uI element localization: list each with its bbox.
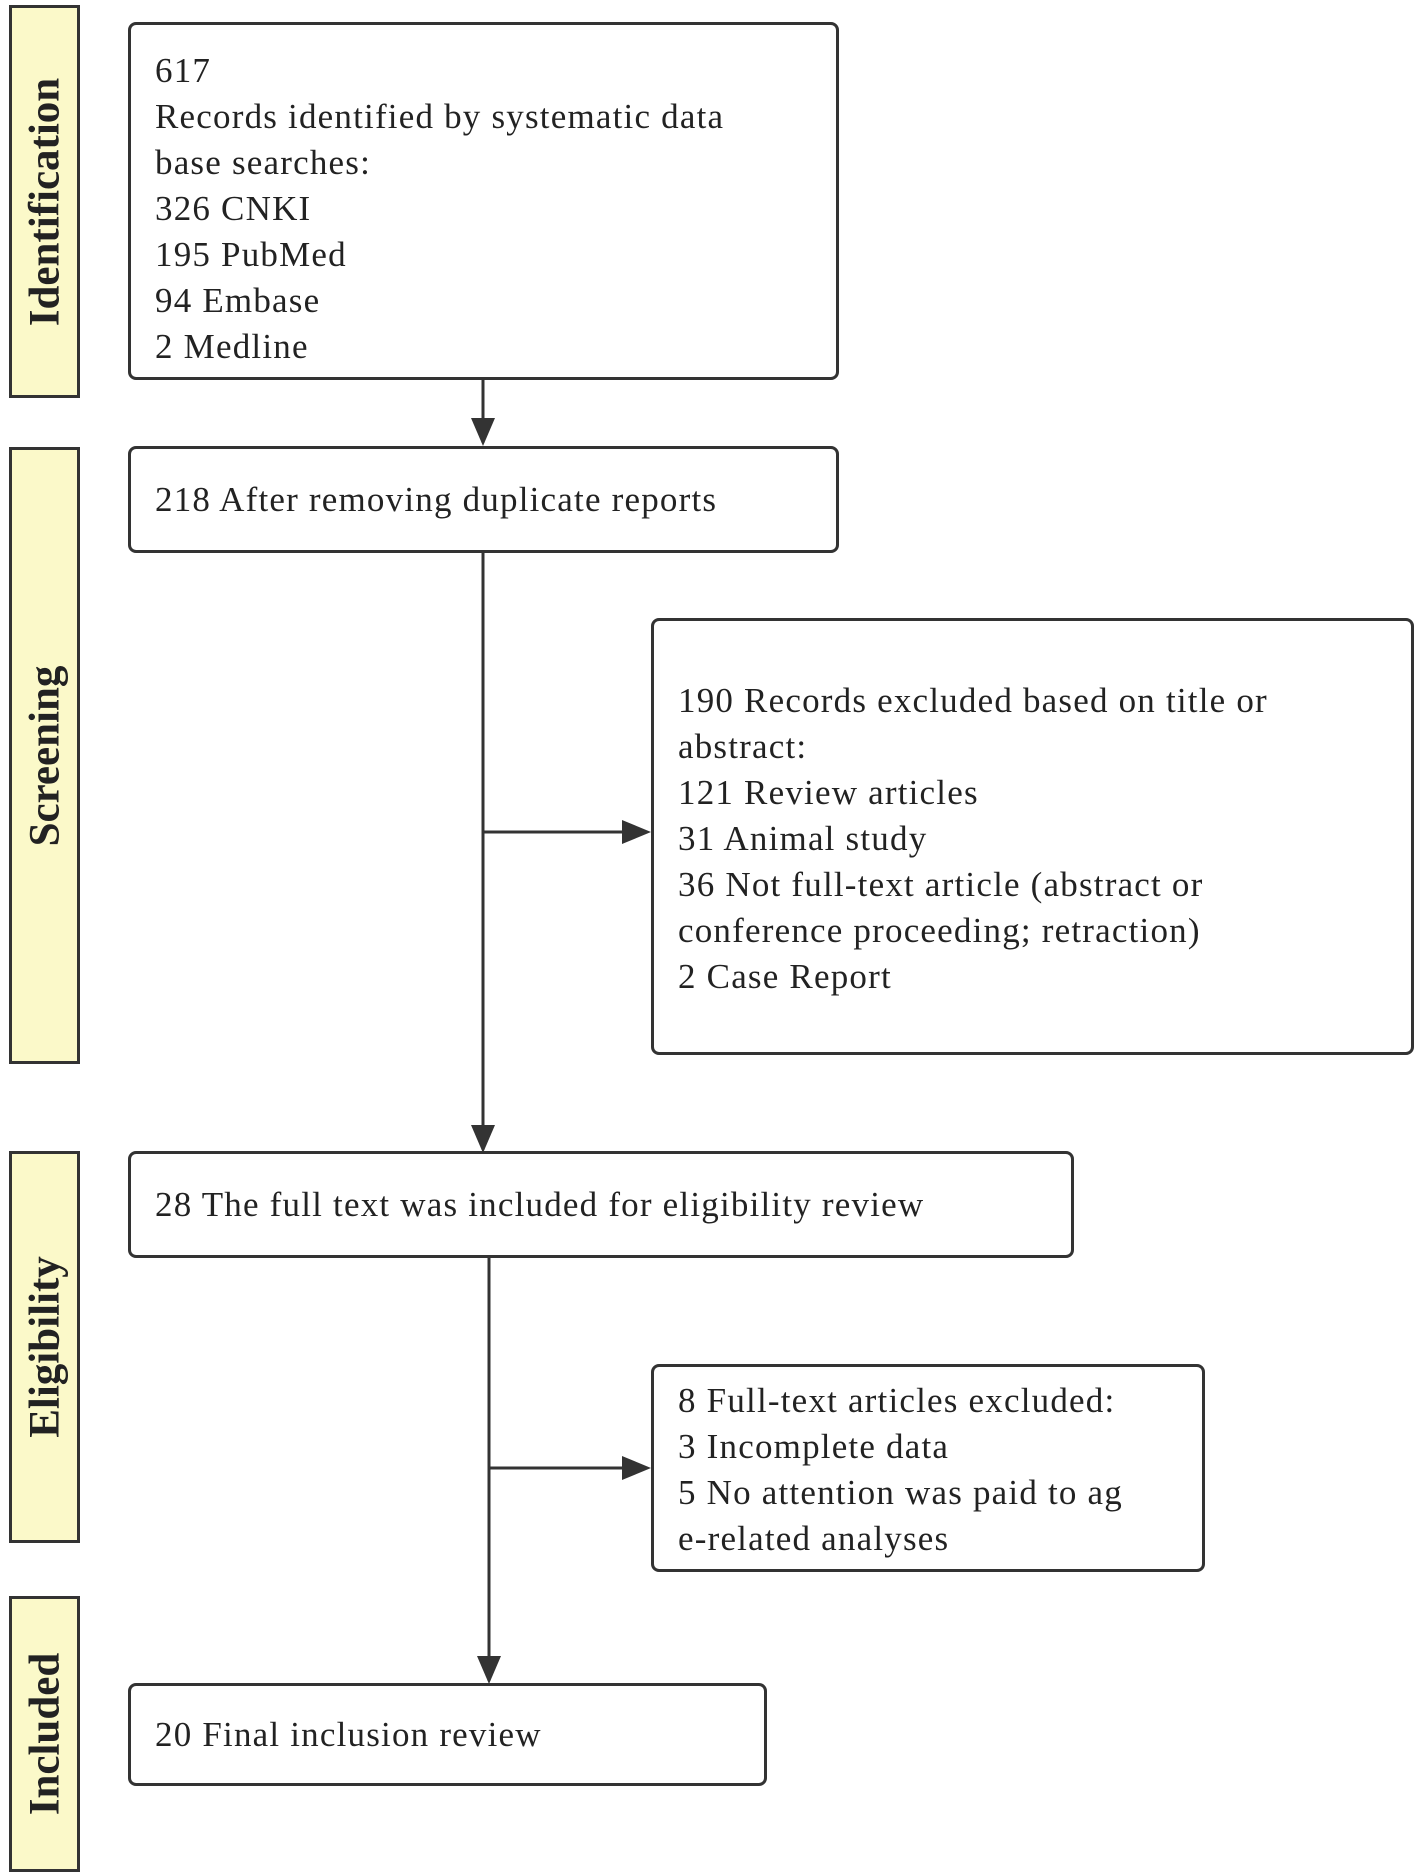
after-duplicates-text: 218 After removing duplicate reports [155,480,718,519]
excluded-title-abstract-line: 31 Animal study [678,819,928,858]
excluded-title-abstract-line: 2 Case Report [678,957,892,996]
stage-eligibility: Eligibility [9,1151,80,1543]
records-identified-line: 326 CNKI [155,189,312,228]
arrowhead-excluded-title [622,820,651,844]
full-text-excluded-box: 8 Full-text articles excluded: 3 Incompl… [651,1364,1205,1572]
stage-included: Included [9,1596,80,1872]
full-text-excluded-line: 5 No attention was paid to ag [678,1473,1123,1512]
final-inclusion-box: 20 Final inclusion review [128,1683,767,1786]
excluded-title-abstract-line: 36 Not full-text article (abstract or [678,865,1204,904]
full-text-review-text: 28 The full text was included for eligib… [155,1185,925,1224]
arrowhead-screening [471,418,495,446]
full-text-excluded-line: 3 Incomplete data [678,1427,950,1466]
stage-screening: Screening [9,447,80,1064]
final-inclusion-text: 20 Final inclusion review [155,1715,542,1754]
excluded-title-abstract-line: conference proceeding; retraction) [678,911,1201,950]
full-text-excluded-line: 8 Full-text articles excluded: [678,1381,1116,1420]
arrowhead-eligibility [471,1125,495,1153]
records-identified-line: 195 PubMed [155,235,347,274]
excluded-title-abstract-line: 121 Review articles [678,773,979,812]
full-text-excluded-line: e-related analyses [678,1519,950,1558]
arrowhead-excluded-fulltext [622,1456,651,1480]
full-text-review-box: 28 The full text was included for eligib… [128,1151,1074,1258]
excluded-title-abstract-box: 190 Records excluded based on title or a… [651,618,1414,1055]
records-identified-line: 617 [155,51,212,90]
records-identified-line: 2 Medline [155,327,309,366]
records-identified-line: base searches: [155,143,371,182]
after-duplicates-box: 218 After removing duplicate reports [128,446,839,553]
arrowhead-included [477,1656,501,1684]
stage-identification: Identification [9,5,80,398]
records-identified-line: 94 Embase [155,281,321,320]
records-identified-line: Records identified by systematic data [155,97,725,136]
excluded-title-abstract-line: 190 Records excluded based on title or [678,681,1268,720]
records-identified-box: 617 Records identified by systematic dat… [128,22,839,380]
excluded-title-abstract-line: abstract: [678,727,808,766]
